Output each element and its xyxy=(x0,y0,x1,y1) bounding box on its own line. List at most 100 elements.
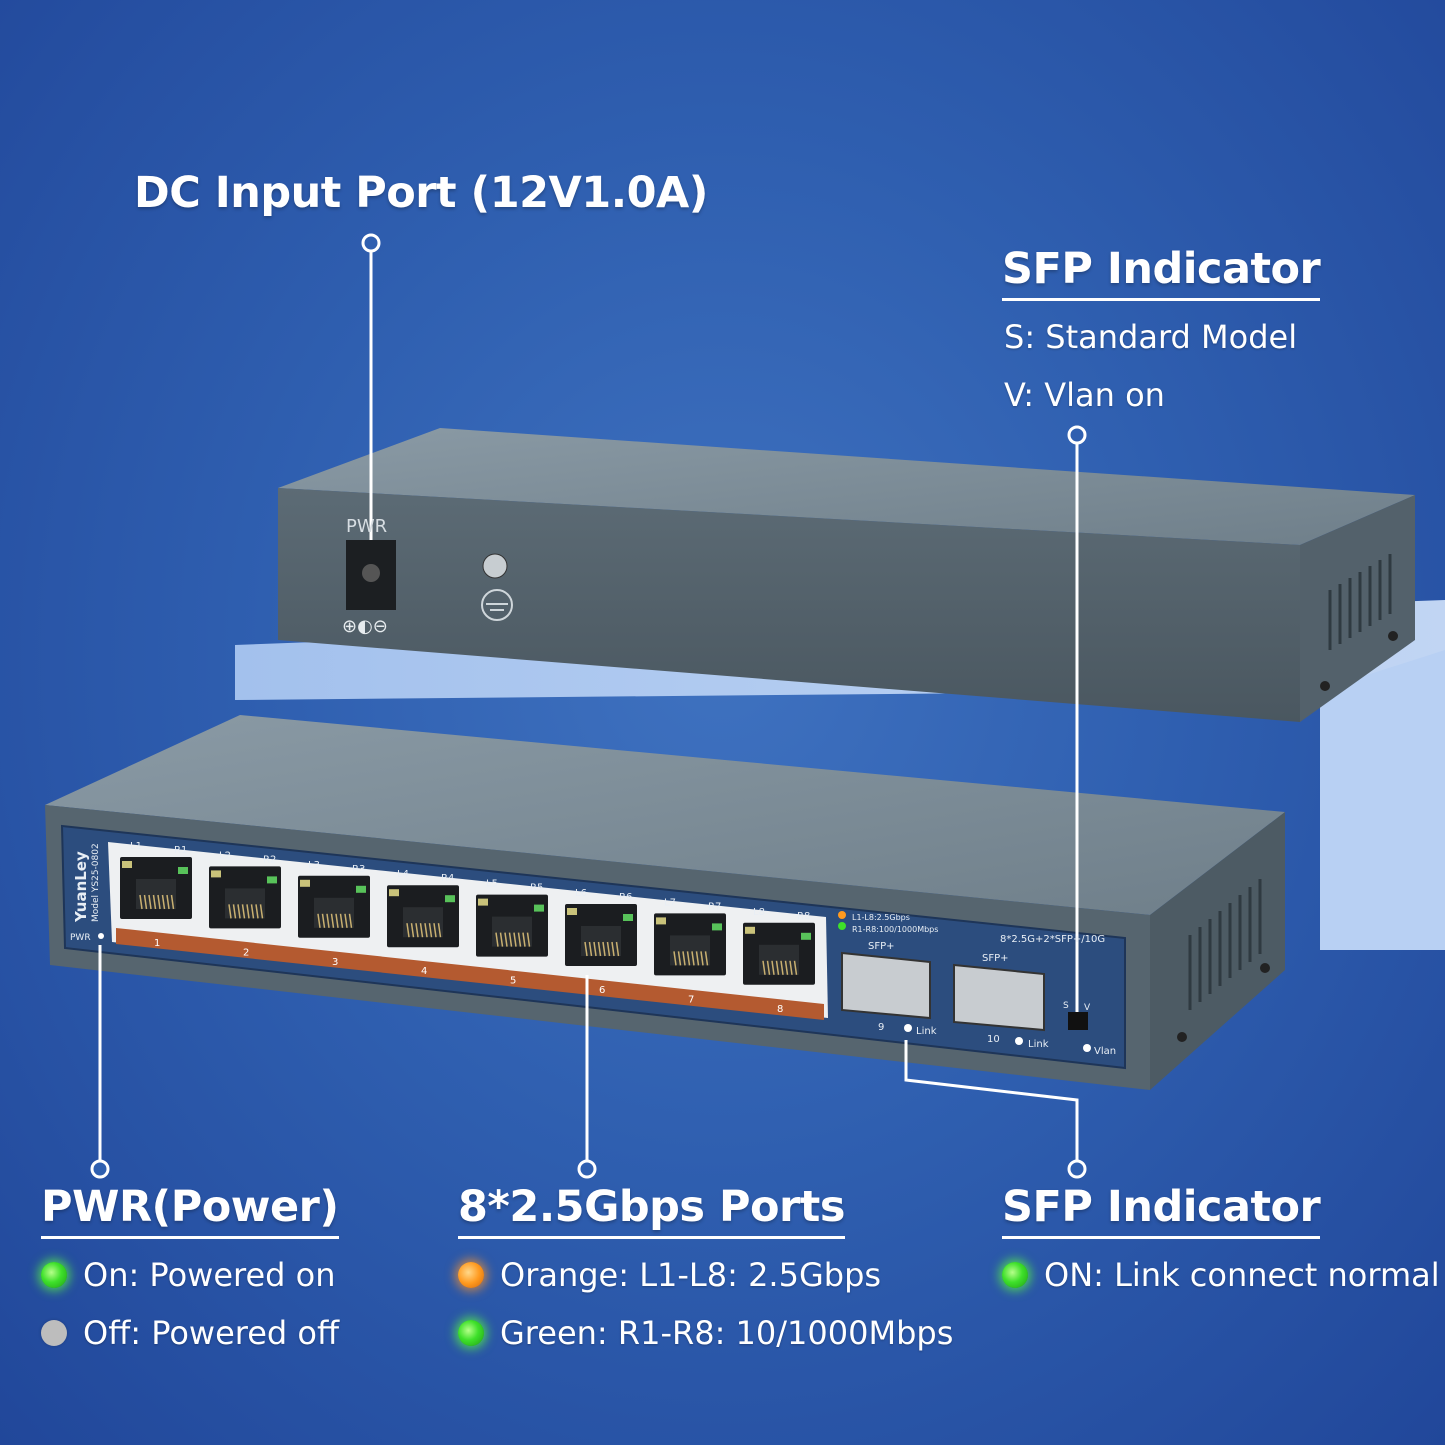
rj45-port: L2 R2 2 xyxy=(209,850,281,958)
sfp-cage-10 xyxy=(953,963,1045,1032)
led-label-r: R4 xyxy=(441,873,454,884)
ground-screw xyxy=(482,553,508,579)
led-label-l: L3 xyxy=(308,860,320,871)
led-label-r: R1 xyxy=(174,845,187,856)
led-r xyxy=(534,904,544,912)
green-led-icon xyxy=(41,1262,67,1288)
front-side-vent xyxy=(1188,879,1262,1010)
port-number: 5 xyxy=(510,976,516,987)
spec-label: 8*2.5G+2*SFP+/10G xyxy=(1000,934,1105,945)
led-label-r: R6 xyxy=(619,892,632,903)
port-number: 1 xyxy=(154,938,160,949)
ground-icon xyxy=(481,589,513,621)
dc-input-title: DC Input Port (12V1.0A) xyxy=(134,168,708,218)
rear-pwr-label: PWR xyxy=(346,516,387,537)
sfp-number-10: 10 xyxy=(987,1034,1000,1045)
port-number: 7 xyxy=(688,994,694,1005)
green-led-icon xyxy=(1002,1262,1028,1288)
link-label-9: Link xyxy=(916,1026,937,1037)
rj45-ports: L1 R1 1 L2 R2 2 L3 R3 3 L4 R4 4 L5 R5 5 L6 R6 6 L7 R7 7 L8 R8 8 xyxy=(120,841,815,1015)
rj45-port: L5 R5 5 xyxy=(476,879,548,987)
mode-switch xyxy=(1068,1012,1088,1030)
led-label-r: R7 xyxy=(708,901,721,912)
led-label-r: R5 xyxy=(530,883,543,894)
rear-switch xyxy=(278,428,1415,722)
port-number: 4 xyxy=(421,966,427,977)
led-l xyxy=(478,898,488,906)
ports-title: 8*2.5Gbps Ports xyxy=(458,1182,845,1239)
led-r xyxy=(356,885,366,893)
pwr-on-row: On: Powered on xyxy=(41,1256,336,1294)
led-l xyxy=(122,861,132,868)
rj45-port: L1 R1 1 xyxy=(120,841,192,949)
rj45-port: L4 R4 4 xyxy=(387,869,459,977)
led-label-l: L8 xyxy=(753,907,765,918)
led-l xyxy=(211,870,221,878)
sfp-indicator-s-text: S: Standard Model xyxy=(1004,318,1298,356)
rj45-port: L3 R3 3 xyxy=(298,860,370,968)
rj45-port: L8 R8 8 xyxy=(743,907,815,1015)
led-label-l: L7 xyxy=(664,897,676,908)
ports-orange-text: Orange: L1-L8: 2.5Gbps xyxy=(500,1256,882,1294)
link-label-10: Link xyxy=(1028,1039,1049,1050)
led-l xyxy=(656,917,666,925)
side-vent xyxy=(1328,554,1392,650)
model-label: Model YS25-0802 xyxy=(91,843,101,922)
rj45-port: L6 R6 6 xyxy=(565,888,637,996)
led-label-l: L5 xyxy=(486,879,498,890)
sfp-indicator-bottom-title: SFP Indicator xyxy=(1002,1182,1321,1239)
led-l xyxy=(389,889,399,897)
pwr-on-text: On: Powered on xyxy=(83,1256,336,1294)
rj45-port: L7 R7 7 xyxy=(654,897,726,1005)
led-label-l: L2 xyxy=(219,850,231,861)
led-r xyxy=(801,932,811,940)
pwr-off-row: Off: Powered off xyxy=(41,1314,339,1352)
led-label-l: L6 xyxy=(575,888,587,899)
led-label-r: R2 xyxy=(263,854,276,865)
brand-logo: YuanLey xyxy=(72,851,90,923)
led-l xyxy=(745,926,755,934)
led-r xyxy=(178,867,188,874)
led-legend-l: L1-L8:2.5Gbps xyxy=(852,913,910,922)
vlan-label: Vlan xyxy=(1094,1046,1116,1057)
led-l xyxy=(567,908,577,915)
sfp-cage-9 xyxy=(841,951,931,1020)
pwr-title: PWR(Power) xyxy=(41,1182,339,1239)
led-r xyxy=(267,876,277,884)
port-number: 8 xyxy=(777,1004,783,1015)
led-label-l: L4 xyxy=(397,869,409,880)
led-label-r: R8 xyxy=(797,911,810,922)
ports-green-text: Green: R1-R8: 10/1000Mbps xyxy=(500,1314,954,1352)
led-r xyxy=(445,895,455,903)
rj45-port-panel xyxy=(108,842,828,1018)
port-number: 3 xyxy=(332,957,338,968)
sfp-indicator-top-title: SFP Indicator xyxy=(1002,244,1321,301)
led-label-r: R3 xyxy=(352,864,365,875)
sfp-label-9: SFP+ xyxy=(868,941,895,952)
gray-led-icon xyxy=(41,1320,67,1346)
led-r xyxy=(623,914,633,921)
switch-label-v: V xyxy=(1084,1003,1091,1013)
ports-orange-row: Orange: L1-L8: 2.5Gbps xyxy=(458,1256,881,1294)
port-number: 2 xyxy=(243,947,249,958)
sfp-number-9: 9 xyxy=(878,1022,884,1033)
sfp-link-text: ON: Link connect normal xyxy=(1044,1256,1440,1294)
sfp-indicator-v-text: V: Vlan on xyxy=(1004,376,1165,414)
pwr-off-text: Off: Powered off xyxy=(83,1314,340,1352)
polarity-symbol: ⊕◐⊖ xyxy=(342,616,388,637)
led-l xyxy=(300,879,310,887)
sfp-label-10: SFP+ xyxy=(982,953,1009,964)
led-r xyxy=(712,923,722,931)
callout-lines xyxy=(90,233,1087,1179)
sfp-link-row: ON: Link connect normal xyxy=(1002,1256,1440,1294)
switch-label-s: S xyxy=(1063,1001,1069,1011)
led-label-l: L1 xyxy=(130,841,142,852)
orange-led-icon xyxy=(458,1262,484,1288)
device-labels: PWR ⊕◐⊖ YuanLey Model YS25-0802 PWR L1-L… xyxy=(70,516,1116,1057)
ports-green-row: Green: R1-R8: 10/1000Mbps xyxy=(458,1314,953,1352)
led-legend-r: R1-R8:100/1000Mbps xyxy=(852,925,938,934)
port-number: 6 xyxy=(599,985,605,996)
front-pwr-label: PWR xyxy=(70,933,91,943)
